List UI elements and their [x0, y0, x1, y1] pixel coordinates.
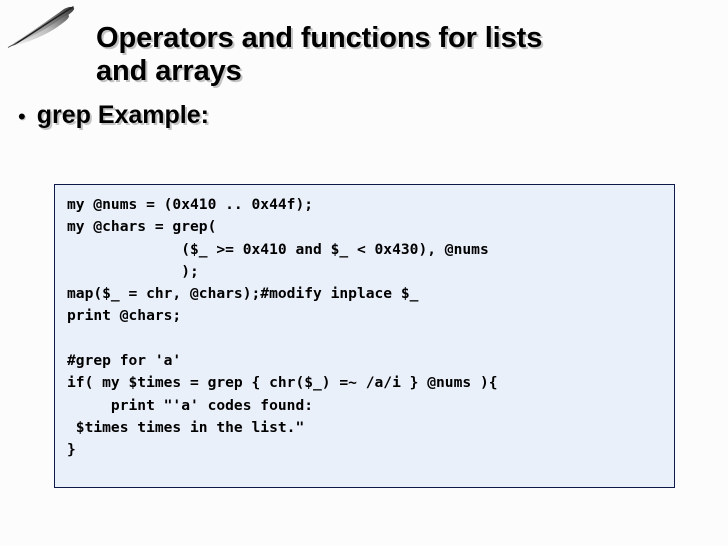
feather-quill-icon	[6, 2, 82, 48]
code-block-container: my @nums = (0x410 .. 0x44f); my @chars =…	[54, 184, 675, 488]
perl-code-sample: my @nums = (0x410 .. 0x44f); my @chars =…	[67, 196, 498, 459]
bullet-item-label: grep Example:	[36, 101, 209, 129]
bullet-item-grep-example: • grep Example:	[18, 101, 209, 130]
title-block: Operators and functions for lists and ar…	[96, 22, 696, 88]
page-title: Operators and functions for lists and ar…	[96, 22, 543, 88]
bullet-marker-icon: •	[18, 104, 26, 129]
